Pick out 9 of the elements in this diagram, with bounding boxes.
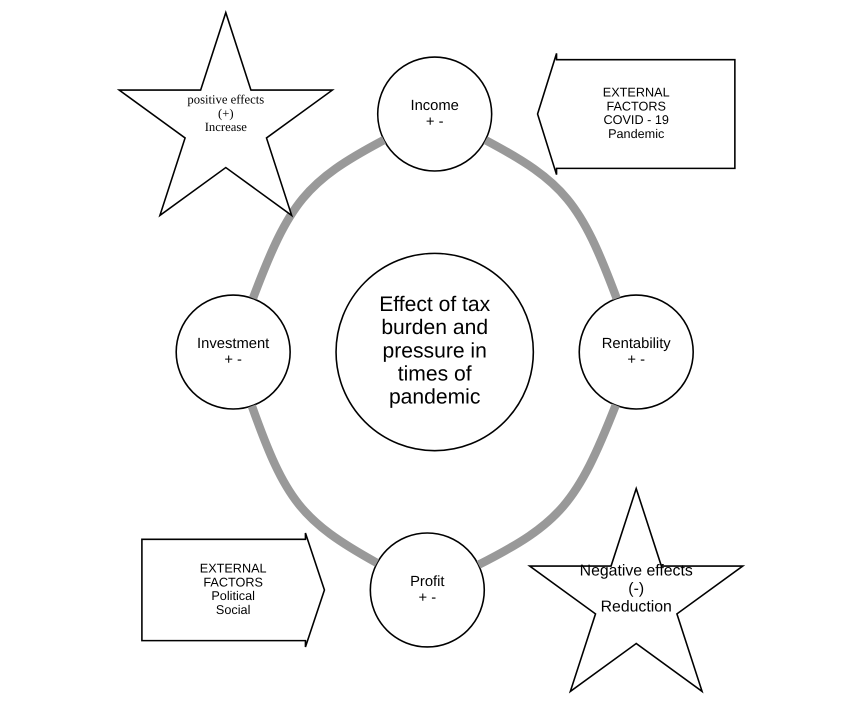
node-circle: Income + -: [376, 56, 492, 172]
connector: [248, 136, 386, 300]
node-circle: Investment + -: [174, 294, 290, 410]
connector: [483, 136, 620, 300]
connector: [476, 404, 620, 568]
node-circle: Rentability + -: [578, 294, 694, 410]
node-circle: Profit + -: [369, 532, 485, 648]
connector: [247, 404, 378, 567]
node-circle: Effect of tax burden and pressure in times of pandemic: [334, 252, 534, 452]
